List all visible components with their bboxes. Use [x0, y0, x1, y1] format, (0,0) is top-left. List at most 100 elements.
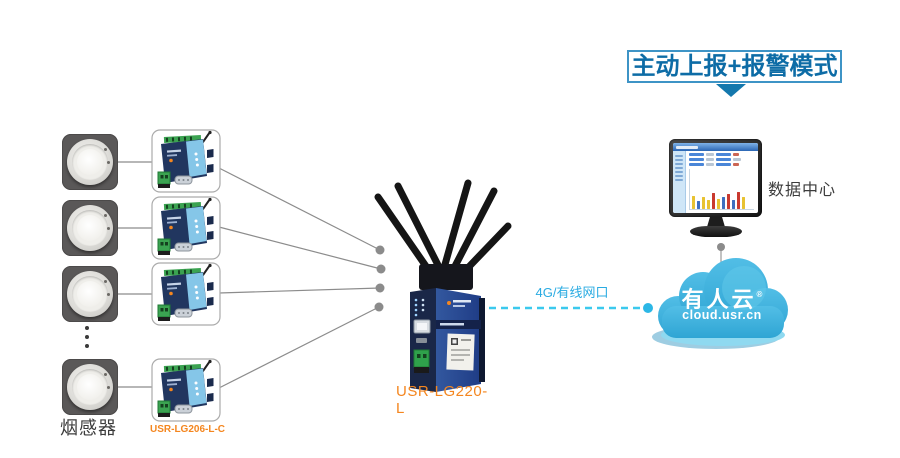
module-graphic	[151, 262, 221, 326]
lora-converter-module	[151, 262, 221, 326]
monitor-stand-base	[690, 226, 742, 237]
module-led	[169, 225, 173, 230]
cloud-brand-text: 有人云	[681, 287, 757, 312]
sensor-body	[67, 271, 113, 317]
monitor-chart	[689, 169, 754, 210]
sensor-body	[67, 139, 113, 185]
module-antenna	[202, 131, 211, 143]
wan-dashed-link	[489, 303, 653, 313]
module-graphic	[151, 196, 221, 260]
sensor-ring	[72, 276, 108, 312]
module-graphic	[151, 358, 221, 422]
module-slot	[151, 262, 221, 326]
antenna-mount	[419, 264, 473, 290]
power-terminal	[413, 349, 430, 368]
connection-line	[218, 226, 382, 270]
module-antenna	[202, 198, 211, 210]
module-gateway-lines	[218, 167, 382, 389]
module-led	[169, 387, 173, 392]
cloud-shape	[652, 258, 788, 349]
cloud-url: cloud.usr.cn	[682, 308, 762, 322]
sensor-module-lines	[118, 161, 152, 388]
antenna	[449, 187, 498, 274]
lora-converter-module	[151, 129, 221, 193]
smoke-sensor	[62, 134, 118, 190]
chart-bar	[692, 196, 695, 209]
smoke-sensor	[62, 200, 118, 256]
gateway-model-label: USR-LG220-L	[396, 383, 488, 417]
module-graphic	[151, 129, 221, 193]
wan-link-label: 4G/有线网口	[535, 285, 609, 300]
sensor-led	[104, 148, 107, 151]
sensor-ring	[72, 144, 108, 180]
sensor-row-slot	[62, 266, 118, 322]
chart-bar	[727, 194, 730, 209]
antenna	[374, 193, 434, 276]
registered-mark: ®	[756, 290, 763, 299]
module-antenna	[202, 264, 211, 276]
module-terminal	[157, 171, 171, 185]
banner-title: 主动上报+报警模式	[627, 50, 842, 83]
monitor-stand-neck	[707, 216, 725, 227]
sensor-group-label: 烟感器	[60, 418, 117, 438]
antenna	[440, 179, 472, 272]
monitor	[669, 139, 762, 217]
module-antenna	[202, 360, 211, 372]
screen-sidebar	[673, 151, 686, 213]
sensor-led	[107, 293, 110, 296]
sensor-led	[107, 227, 110, 230]
sensor-core	[77, 149, 103, 175]
module-terminal	[157, 400, 171, 414]
junction-dot	[375, 245, 385, 255]
sensor-led	[104, 214, 107, 217]
sensor-body	[67, 364, 113, 410]
sensor-led	[104, 373, 107, 376]
chart-bar	[742, 197, 745, 209]
connection-line	[218, 306, 380, 389]
module-led	[169, 291, 173, 296]
more-sensors-ellipsis	[85, 326, 90, 353]
sensor-core	[77, 215, 103, 241]
connection-line	[218, 287, 381, 294]
chart-bar	[732, 200, 735, 209]
sensor-led	[104, 280, 107, 283]
chart-bar	[722, 197, 725, 209]
gateway-antennas	[374, 179, 512, 278]
sensor-row-slot	[62, 200, 118, 256]
connection-line	[218, 167, 381, 251]
module-slot	[151, 358, 221, 422]
monitor-screen	[673, 143, 758, 213]
data-center-label: 数据中心	[768, 182, 837, 199]
module-group-label: USR-LG206-L-C	[150, 424, 226, 435]
gateway-device	[410, 288, 485, 392]
chart-bar	[702, 197, 705, 209]
antenna	[394, 182, 444, 273]
junction-dot	[375, 283, 385, 293]
chart-bar	[717, 199, 720, 209]
sensor-ring	[72, 369, 108, 405]
screen-main	[686, 151, 758, 213]
cloud-brand: 有人云®	[652, 282, 792, 314]
lora-converter-module	[151, 358, 221, 422]
junction-dot	[376, 264, 386, 274]
chart-bar	[737, 192, 740, 209]
sensor-body	[67, 205, 113, 251]
smoke-sensor	[62, 266, 118, 322]
junction-dot	[717, 243, 725, 251]
smoke-sensor	[62, 359, 118, 415]
junction-dots	[374, 245, 386, 312]
sensor-led	[107, 161, 110, 164]
banner-pointer-triangle	[716, 84, 746, 97]
sensor-row-slot	[62, 359, 118, 415]
sensor-row-slot	[62, 134, 118, 190]
junction-dot	[374, 302, 384, 312]
usb-port	[416, 338, 427, 343]
module-terminal	[157, 238, 171, 252]
module-terminal	[157, 304, 171, 318]
screen-header-bar	[673, 143, 758, 151]
sensor-led	[107, 386, 110, 389]
link-endpoint-dot	[643, 303, 653, 313]
sensor-core	[77, 374, 103, 400]
